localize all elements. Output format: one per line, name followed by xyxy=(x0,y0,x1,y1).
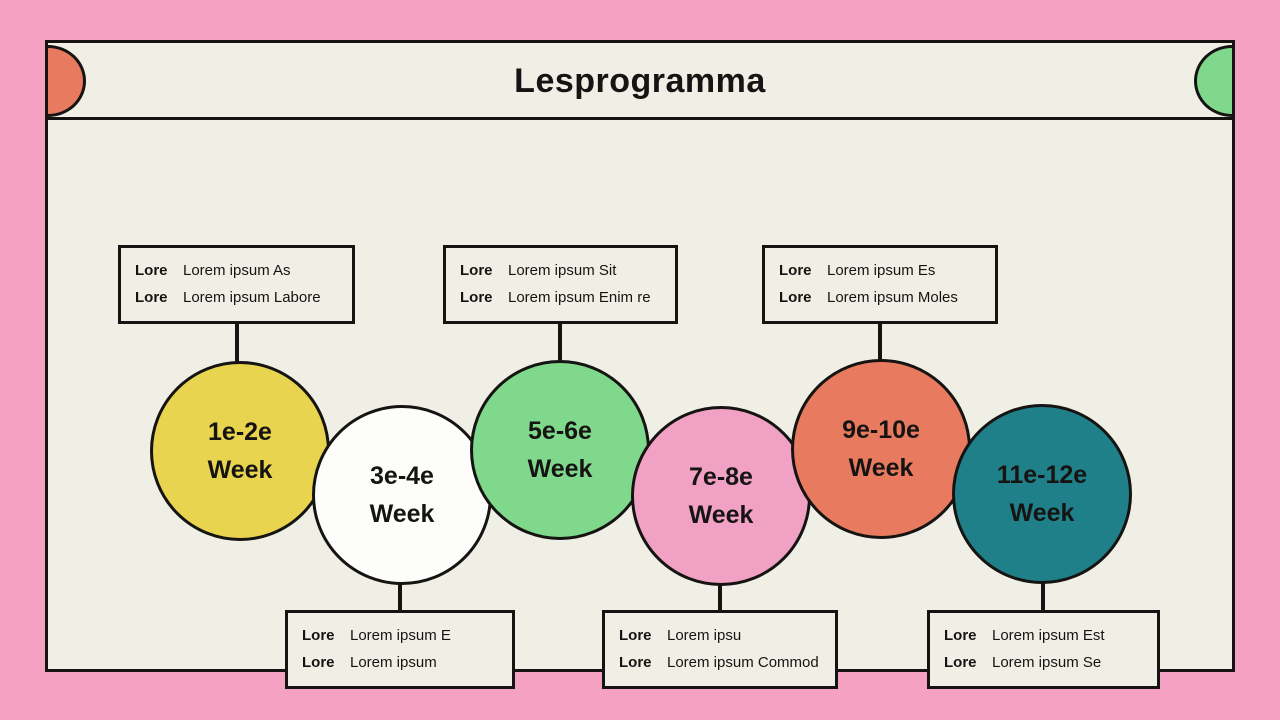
connector-line-top-3 xyxy=(878,321,882,365)
note-label: Lore xyxy=(302,654,335,671)
week-circle-range: 7e-8e xyxy=(689,462,753,491)
note-row: Lore Lorem ipsum xyxy=(302,654,512,672)
week-circle-3: 5e-6e Week xyxy=(470,360,650,540)
note-value: Lorem ipsum E xyxy=(350,627,451,644)
note-label: Lore xyxy=(135,289,168,306)
week-circle-4: 7e-8e Week xyxy=(631,406,811,586)
note-box-top-2: Lore Lorem ipsum Sit Lore Lorem ipsum En… xyxy=(443,245,678,324)
connector-line-bottom-2 xyxy=(718,582,722,613)
note-box-bottom-1: Lore Lorem ipsum E Lore Lorem ipsum xyxy=(285,610,515,689)
timeline-canvas: Lore Lorem ipsum As Lore Lorem ipsum Lab… xyxy=(48,120,1232,689)
week-circle-word: Week xyxy=(207,455,273,484)
note-value: Lorem ipsum xyxy=(350,654,437,671)
note-row: Lore Lorem ipsum Commod xyxy=(619,654,835,672)
page-title: Lesprogramma xyxy=(514,62,766,100)
note-label: Lore xyxy=(944,627,977,644)
note-box-bottom-2: Lore Lorem ipsu Lore Lorem ipsum Commod xyxy=(602,610,838,689)
week-circle-word: Week xyxy=(848,453,914,482)
week-circle-range: 9e-10e xyxy=(842,415,920,444)
week-circle-5: 9e-10e Week xyxy=(791,359,971,539)
note-box-top-1: Lore Lorem ipsum As Lore Lorem ipsum Lab… xyxy=(118,245,355,324)
week-circle-word: Week xyxy=(1009,498,1075,527)
note-label: Lore xyxy=(779,289,812,306)
week-circle-word: Week xyxy=(527,454,593,483)
note-label: Lore xyxy=(619,654,652,671)
connector-line-bottom-1 xyxy=(398,580,402,613)
note-value: Lorem ipsum Se xyxy=(992,654,1102,671)
note-row: Lore Lorem ipsum Labore xyxy=(135,289,352,307)
connector-line-bottom-3 xyxy=(1041,580,1045,613)
note-label: Lore xyxy=(460,289,493,306)
note-box-top-3: Lore Lorem ipsum Es Lore Lorem ipsum Mol… xyxy=(762,245,998,324)
note-value: Lorem ipsum Moles xyxy=(827,289,958,306)
note-label: Lore xyxy=(302,627,335,644)
note-row: Lore Lorem ipsum Es xyxy=(779,262,995,280)
note-value: Lorem ipsum Sit xyxy=(508,262,617,279)
note-label: Lore xyxy=(619,627,652,644)
week-circle-range: 3e-4e xyxy=(370,461,434,490)
note-box-bottom-3: Lore Lorem ipsum Est Lore Lorem ipsum Se xyxy=(927,610,1160,689)
note-value: Lorem ipsum Labore xyxy=(183,289,321,306)
note-row: Lore Lorem ipsum Moles xyxy=(779,289,995,307)
note-row: Lore Lorem ipsum Enim re xyxy=(460,289,675,307)
connector-line-top-2 xyxy=(558,321,562,365)
note-label: Lore xyxy=(135,262,168,279)
week-circle-word: Week xyxy=(369,499,435,528)
connector-line-top-1 xyxy=(235,321,239,365)
note-value: Lorem ipsum Enim re xyxy=(508,289,651,306)
week-circle-6: 11e-12e Week xyxy=(952,404,1132,584)
note-row: Lore Lorem ipsu xyxy=(619,627,835,645)
week-circle-range: 1e-2e xyxy=(208,417,272,446)
week-circle-1: 1e-2e Week xyxy=(150,361,330,541)
note-value: Lorem ipsum Es xyxy=(827,262,936,279)
note-label: Lore xyxy=(460,262,493,279)
week-circle-range: 11e-12e xyxy=(996,460,1088,489)
note-row: Lore Lorem ipsum E xyxy=(302,627,512,645)
week-circle-2: 3e-4e Week xyxy=(312,405,492,585)
header-bar: Lesprogramma xyxy=(48,43,1232,120)
note-row: Lore Lorem ipsum As xyxy=(135,262,352,280)
week-circle-word: Week xyxy=(688,500,754,529)
note-row: Lore Lorem ipsum Sit xyxy=(460,262,675,280)
note-row: Lore Lorem ipsum Se xyxy=(944,654,1157,672)
note-label: Lore xyxy=(944,654,977,671)
note-value: Lorem ipsum Est xyxy=(992,627,1105,644)
note-row: Lore Lorem ipsum Est xyxy=(944,627,1157,645)
note-label: Lore xyxy=(779,262,812,279)
week-circle-range: 5e-6e xyxy=(528,416,592,445)
note-value: Lorem ipsum Commod xyxy=(667,654,819,671)
note-value: Lorem ipsu xyxy=(667,627,742,644)
slide-frame: Lesprogramma Lore Lorem ipsum As Lore Lo… xyxy=(45,40,1235,689)
note-value: Lorem ipsum As xyxy=(183,262,291,279)
